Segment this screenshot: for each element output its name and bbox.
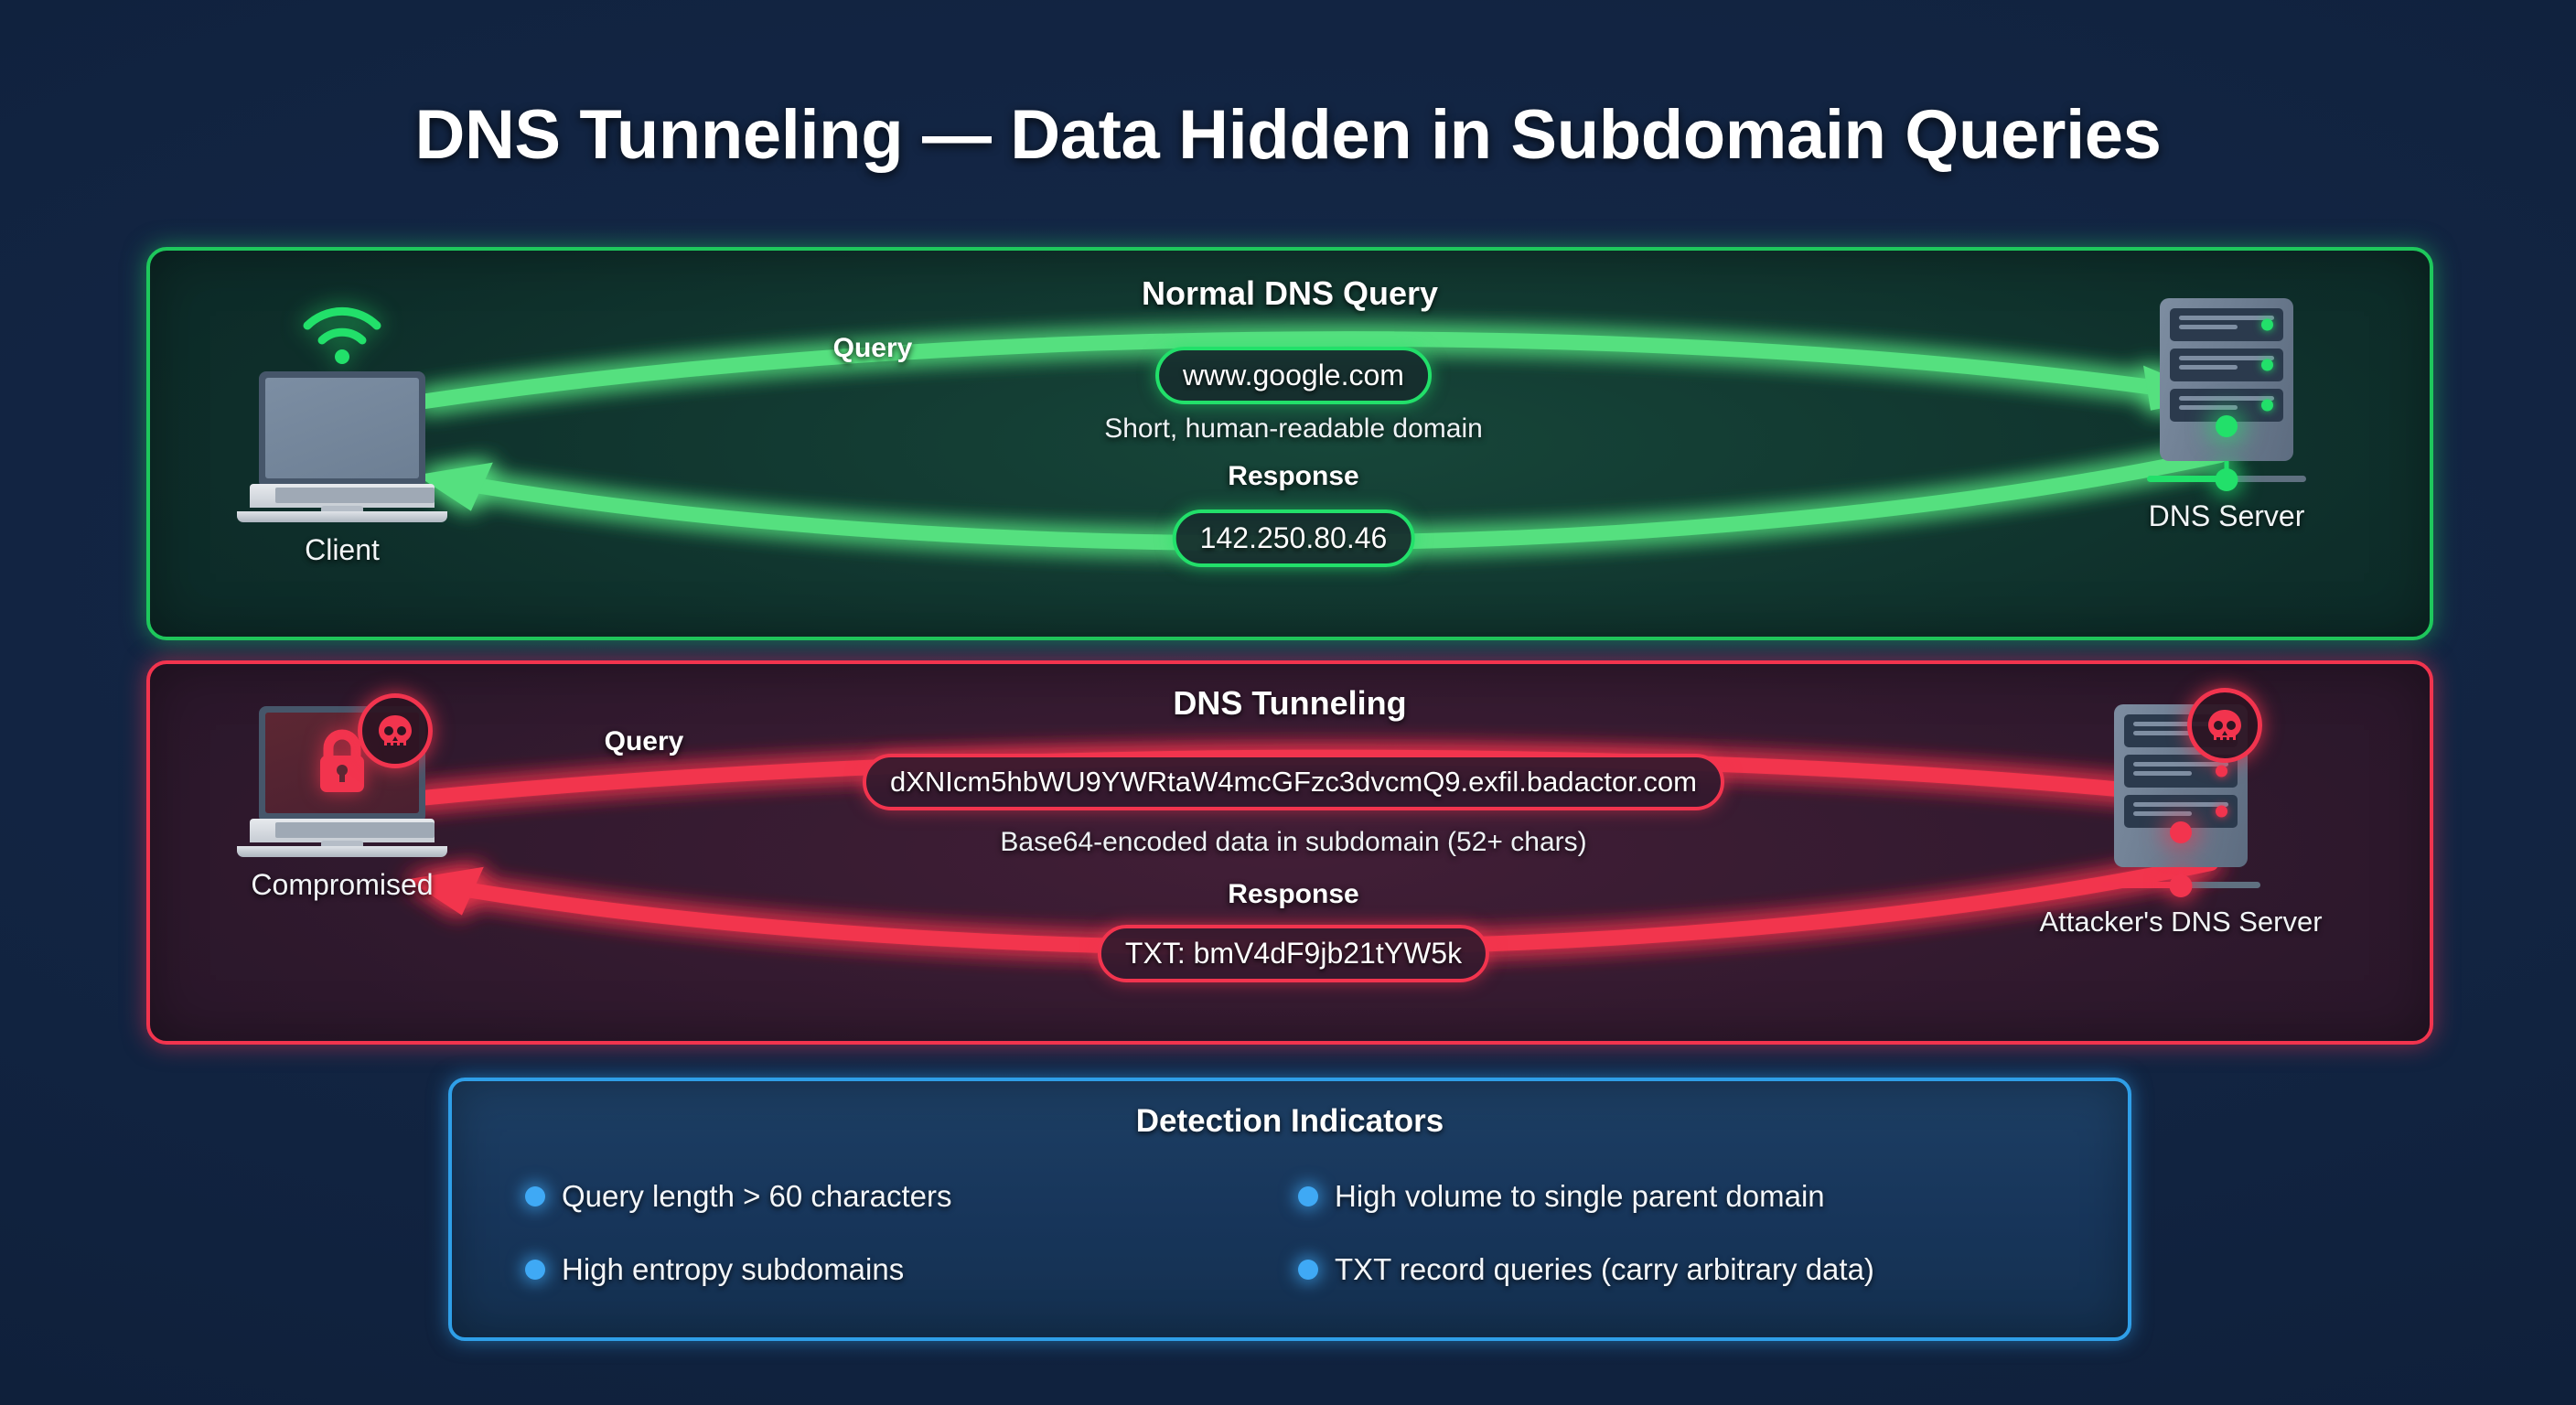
normal-query-label: Query (832, 333, 913, 363)
compromised-client-node: Compromised (196, 693, 488, 902)
list-item: Query length > 60 characters (525, 1165, 1289, 1228)
detection-list: Query length > 60 characters High volume… (525, 1165, 2062, 1301)
tunnel-query-pill: dXNIcm5hbWU9YWRtaW4mcGFzc3dvcmQ9.exfil.b… (862, 754, 1725, 810)
lock-icon (312, 729, 372, 797)
laptop-icon (237, 371, 447, 522)
server-rack-icon (2094, 688, 2268, 897)
detection-item-text: TXT record queries (carry arbitrary data… (1335, 1252, 1874, 1286)
skull-icon (358, 693, 433, 768)
bullet-dot-icon (525, 1186, 545, 1207)
normal-dns-query-panel: Normal DNS Query (146, 247, 2433, 640)
tunnel-query-label: Query (604, 726, 684, 756)
bullet-dot-icon (1298, 1186, 1318, 1207)
tunnel-query-caption: Base64-encoded data in subdomain (52+ ch… (1000, 827, 1587, 857)
attacker-server-label: Attacker's DNS Server (2039, 906, 2323, 938)
client-node: Client (196, 302, 488, 567)
client-label: Client (305, 533, 380, 566)
normal-query-caption: Short, human-readable domain (1104, 413, 1483, 444)
laptop-icon (237, 693, 447, 857)
tunnel-panel-heading: DNS Tunneling (1173, 684, 1407, 722)
detection-item-text: High volume to single parent domain (1335, 1179, 1825, 1213)
attacker-server-node: Attacker's DNS Server (2034, 688, 2327, 938)
list-item: TXT record queries (carry arbitrary data… (1298, 1239, 2062, 1301)
bullet-dot-icon (525, 1260, 545, 1280)
dns-server-node: DNS Server (2080, 298, 2373, 533)
detection-indicators-panel: Detection Indicators Query length > 60 c… (448, 1078, 2131, 1341)
detection-item-text: High entropy subdomains (562, 1252, 905, 1286)
tunnel-response-pill: TXT: bmV4dF9jb21tYW5k (1097, 925, 1490, 982)
dns-tunneling-panel: DNS Tunneling (146, 660, 2433, 1045)
list-item: High entropy subdomains (525, 1239, 1289, 1301)
normal-response-pill: 142.250.80.46 (1172, 509, 1415, 567)
normal-response-label: Response (1228, 461, 1359, 491)
list-item: High volume to single parent domain (1298, 1165, 2062, 1228)
normal-query-pill: www.google.com (1155, 347, 1432, 404)
server-rack-icon (2140, 298, 2313, 491)
wifi-icon (287, 302, 397, 366)
dns-server-label: DNS Server (2148, 499, 2305, 532)
tunnel-response-label: Response (1228, 879, 1359, 909)
compromised-client-label: Compromised (251, 868, 434, 901)
page-title: DNS Tunneling — Data Hidden in Subdomain… (414, 96, 2162, 174)
bullet-dot-icon (1298, 1260, 1318, 1280)
skull-icon (2187, 688, 2262, 763)
normal-panel-heading: Normal DNS Query (1141, 274, 1439, 312)
detection-heading: Detection Indicators (1135, 1103, 1444, 1139)
detection-item-text: Query length > 60 characters (562, 1179, 952, 1213)
